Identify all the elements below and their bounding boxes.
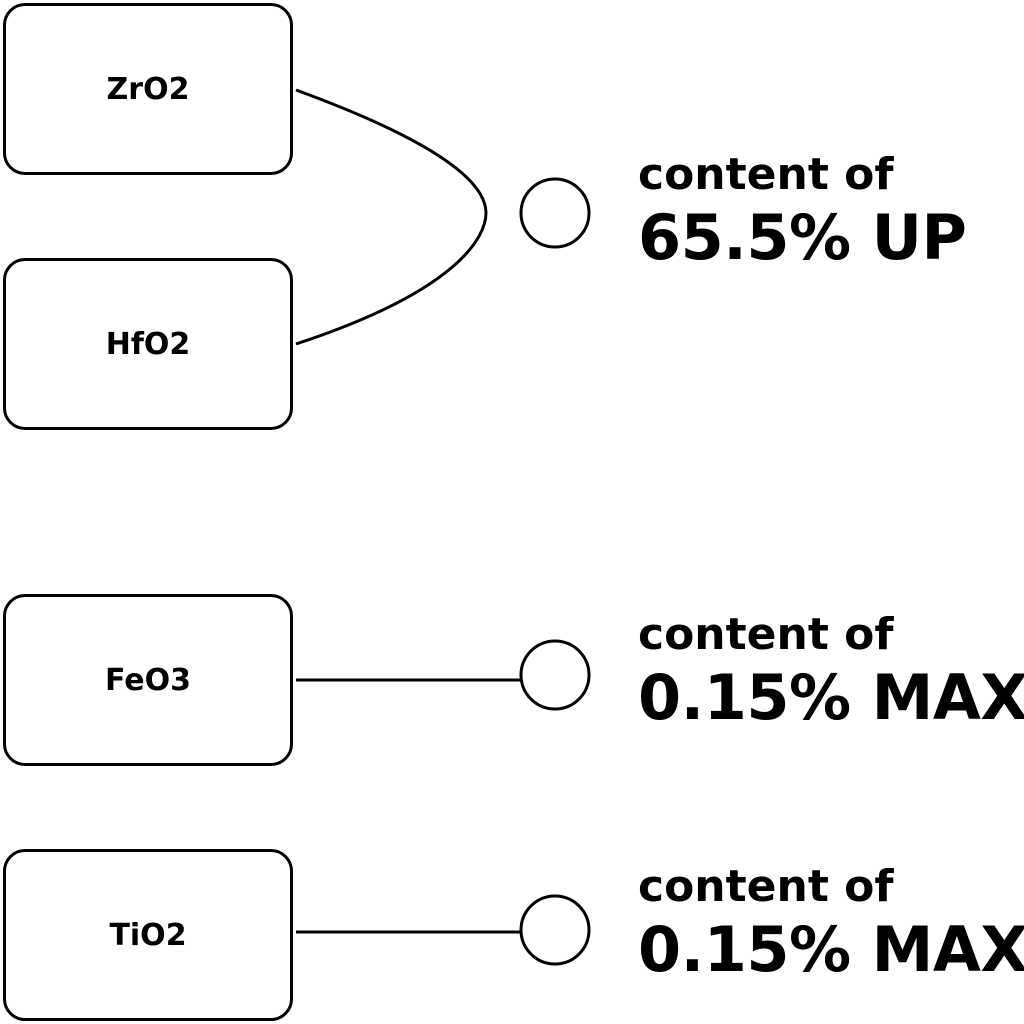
spec-label: content of — [638, 861, 894, 912]
feo3-spec-node — [519, 639, 591, 711]
spec-label: content of — [638, 609, 894, 660]
material-label: ZrO2 — [106, 71, 190, 107]
material-box-tio2: TiO2 — [3, 849, 293, 1021]
spec-value: 65.5% UP — [638, 201, 967, 274]
tio2-spec-node — [519, 894, 591, 966]
zro2-hfo2-bracket-connector — [295, 88, 488, 346]
material-label: FeO3 — [104, 662, 191, 698]
spec-zro2-hfo2: content of 65.5% UP — [638, 148, 967, 274]
spec-value: 0.15% MAX — [638, 913, 1024, 986]
material-box-feo3: FeO3 — [3, 594, 293, 766]
group-spec-node — [519, 177, 591, 249]
spec-feo3: content of 0.15% MAX — [638, 608, 1024, 734]
material-box-hfo2: HfO2 — [3, 258, 293, 430]
material-box-zro2: ZrO2 — [3, 3, 293, 175]
material-label: HfO2 — [105, 326, 191, 362]
spec-value: 0.15% MAX — [638, 661, 1024, 734]
material-label: TiO2 — [109, 917, 187, 953]
spec-tio2: content of 0.15% MAX — [638, 860, 1024, 986]
spec-label: content of — [638, 149, 894, 200]
